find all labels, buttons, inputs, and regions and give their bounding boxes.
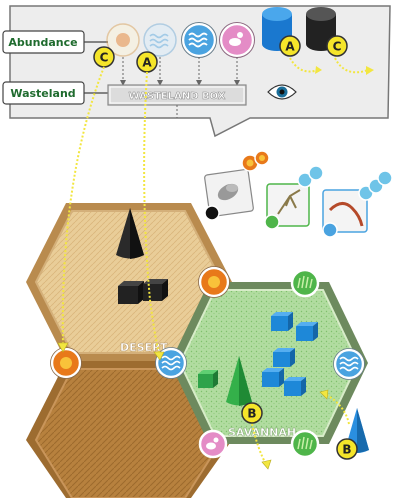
svg-text:A: A <box>142 56 152 70</box>
guide-arrows <box>61 66 350 465</box>
guide-arrowheads <box>57 342 329 470</box>
svg-text:C: C <box>100 51 109 65</box>
sun-token-desert-left <box>50 347 82 379</box>
abundance-label-tag: Abundance <box>2 30 85 54</box>
lower-desert-tile <box>26 361 232 498</box>
svg-text:A: A <box>285 40 295 54</box>
abundance-seed-token <box>219 22 255 58</box>
marker-a-right: A <box>279 35 301 57</box>
arrow-a-right-head <box>315 66 322 74</box>
species-card-mantis <box>264 165 324 230</box>
marker-b-bottom: B <box>336 438 358 460</box>
marker-b-center: B <box>241 402 263 424</box>
species-card-lizard <box>322 170 393 238</box>
blue-cubes <box>262 312 318 396</box>
svg-text:C: C <box>333 40 342 54</box>
wasteland-label: Wasteland <box>10 87 75 100</box>
marker-c-top: C <box>93 46 115 68</box>
arrow-c-right-head <box>366 66 374 75</box>
water-token-center <box>155 347 187 379</box>
abundance-sun-token <box>106 23 140 57</box>
wasteland-label-tag: Wasteland <box>2 81 85 105</box>
species-card-insect <box>204 150 270 221</box>
seed-token-bottom <box>198 429 228 459</box>
drop-arrowheads <box>120 80 240 86</box>
svg-text:B: B <box>247 407 256 421</box>
svg-text:B: B <box>342 443 351 457</box>
black-cube-2 <box>143 279 168 301</box>
wasteland-box: WASTELAND BOX <box>107 84 247 106</box>
black-cube-1 <box>118 281 144 304</box>
water-token-right <box>333 348 365 380</box>
eye-icon <box>267 84 297 100</box>
green-cube <box>198 370 218 388</box>
black-cone <box>116 208 144 259</box>
abundance-label: Abundance <box>8 36 77 49</box>
marker-a-top: A <box>136 51 158 73</box>
abundance-water-token <box>143 23 177 57</box>
drop-lines <box>122 57 238 85</box>
grass-token-top <box>290 268 320 298</box>
wasteland-box-label: WASTELAND BOX <box>129 91 226 102</box>
savannah-label: SAVANNAH <box>228 426 296 439</box>
abundance-water-token-active <box>181 22 217 58</box>
sun-token-desert-corner <box>198 266 230 298</box>
arrow-a-right <box>289 57 319 73</box>
grass-token-bottom <box>290 429 320 459</box>
green-cone <box>226 356 252 406</box>
marker-c-right: C <box>326 35 348 57</box>
